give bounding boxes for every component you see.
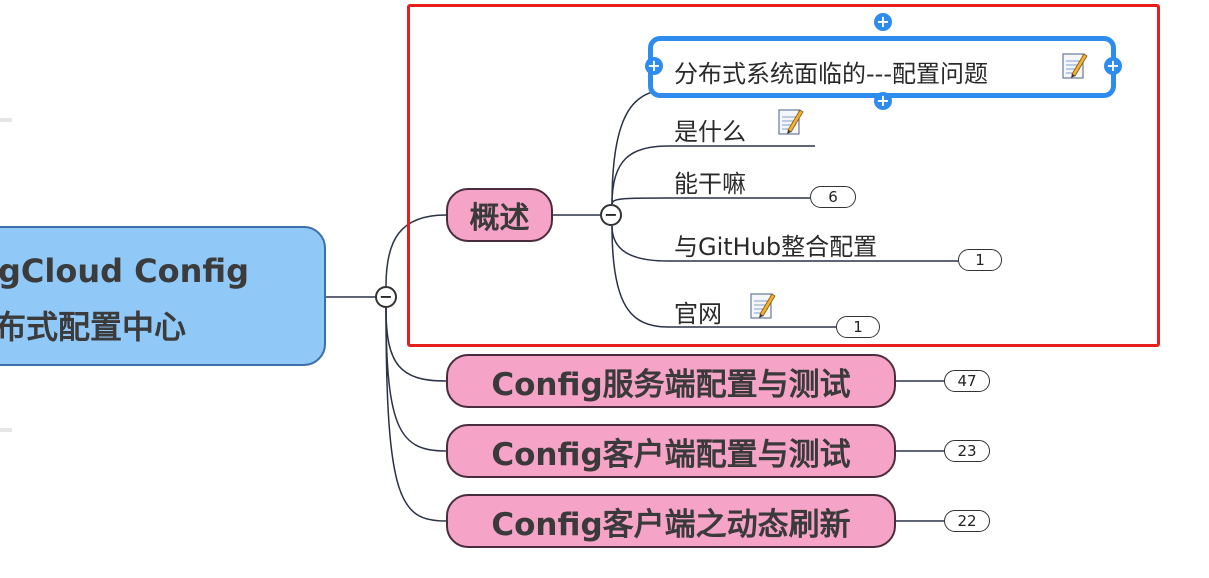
- subtopic-what-can-do[interactable]: 能干嘛: [674, 164, 746, 199]
- topic-overview-label: 概述: [469, 201, 530, 236]
- subtopic-label: 官网: [674, 300, 722, 328]
- topic-server-config[interactable]: Config服务端配置与测试: [446, 354, 896, 408]
- collapse-toggle-central[interactable]: −: [375, 286, 397, 308]
- note-icon[interactable]: [776, 106, 804, 136]
- add-handle-right-icon[interactable]: +: [1104, 57, 1122, 75]
- add-handle-bottom-icon[interactable]: +: [874, 92, 892, 110]
- subtopic-label: 分布式系统面临的---配置问题: [674, 60, 988, 88]
- topic-client-refresh[interactable]: Config客户端之动态刷新: [446, 494, 896, 548]
- badge-count: 23: [957, 442, 977, 460]
- count-badge[interactable]: 6: [810, 186, 856, 208]
- count-badge[interactable]: 47: [944, 370, 990, 392]
- note-icon[interactable]: [1060, 50, 1088, 80]
- topic-overview[interactable]: 概述: [446, 188, 553, 242]
- subtopic-official-site[interactable]: 官网: [674, 294, 722, 329]
- subtopic-github-config[interactable]: 与GitHub整合配置: [674, 227, 877, 262]
- count-badge[interactable]: 22: [944, 510, 990, 532]
- badge-count: 1: [975, 251, 985, 269]
- highlight-box: [407, 4, 1160, 347]
- add-handle-top-icon[interactable]: +: [874, 13, 892, 31]
- subtopic-label: 与GitHub整合配置: [674, 233, 878, 261]
- badge-count: 47: [957, 372, 977, 390]
- add-handle-left-icon[interactable]: +: [645, 57, 663, 75]
- minus-icon: −: [604, 205, 618, 224]
- topic-client-config[interactable]: Config客户端配置与测试: [446, 424, 896, 478]
- collapse-toggle-overview[interactable]: −: [600, 204, 622, 226]
- topic-label: Config客户端配置与测试: [491, 436, 851, 473]
- edge-mark: [0, 118, 12, 122]
- badge-count: 1: [853, 318, 863, 336]
- subtopic-config-problem[interactable]: 分布式系统面临的---配置问题: [674, 54, 988, 89]
- badge-count: 22: [957, 512, 977, 530]
- count-badge[interactable]: 1: [836, 316, 880, 338]
- central-topic[interactable]: gCloud Config 布式配置中心: [0, 226, 326, 366]
- minus-icon: −: [379, 287, 393, 306]
- count-badge[interactable]: 1: [958, 249, 1002, 271]
- central-topic-line1: gCloud Config: [0, 252, 250, 290]
- topic-label: Config服务端配置与测试: [491, 366, 851, 403]
- note-icon[interactable]: [748, 290, 776, 320]
- central-topic-line2: 布式配置中心: [0, 308, 187, 346]
- edge-mark: [0, 428, 12, 432]
- count-badge[interactable]: 23: [944, 440, 990, 462]
- subtopic-label: 是什么: [674, 118, 746, 146]
- subtopic-label: 能干嘛: [674, 170, 746, 198]
- topic-label: Config客户端之动态刷新: [491, 506, 851, 543]
- subtopic-what-is[interactable]: 是什么: [674, 112, 746, 147]
- badge-count: 6: [828, 188, 838, 206]
